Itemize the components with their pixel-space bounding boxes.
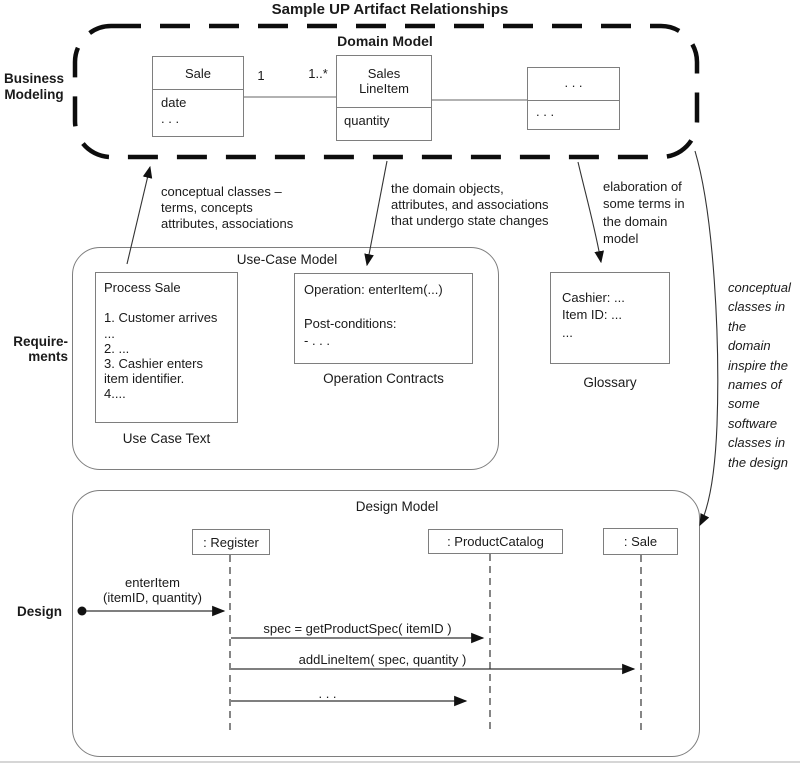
class-attrs-saleslineitem: quantity — [344, 113, 390, 128]
operation-contracts-caption: Operation Contracts — [323, 371, 444, 386]
use-case-model-frame — [72, 247, 499, 470]
lifeline-head-productcatalog: : ProductCatalog — [428, 529, 563, 554]
glossary-caption: Glossary — [583, 375, 637, 390]
class-box-sale: Sale date . . . — [152, 56, 244, 137]
multiplicity-one-to-many: 1..* — [308, 66, 328, 81]
page-title: Sample UP Artifact Relationships — [271, 1, 509, 18]
lifeline-head-sale: : Sale — [603, 528, 678, 555]
use-case-text-box: Process Sale 1. Customer arrives ... 2. … — [95, 272, 238, 423]
class-box-ellipsis: . . . . . . — [527, 67, 620, 130]
design-model-frame — [72, 490, 700, 757]
message-label-enteritem: enterItem (itemID, quantity) — [103, 575, 202, 605]
class-name-ellipsis: . . . — [528, 68, 619, 101]
arrow-elaboration-icon — [577, 161, 604, 264]
section-label-requirements: Require- ments — [13, 334, 68, 364]
section-label-design: Design — [17, 604, 63, 619]
annotation-inspire-design: conceptual classes in the domain inspire… — [728, 280, 791, 470]
class-attrs-sale: date . . . — [161, 95, 187, 126]
arrow-inspire-design-icon — [694, 150, 719, 527]
annotation-conceptual-classes: conceptual classes – terms, concepts att… — [161, 184, 294, 232]
class-attrs-ellipsis: . . . — [536, 104, 555, 119]
annotation-domain-objects: the domain objects, attributes, and asso… — [391, 181, 549, 229]
multiplicity-one: 1 — [257, 68, 265, 83]
class-name-saleslineitem: Sales LineItem — [337, 56, 431, 108]
operation-contracts-box: Operation: enterItem(...) Post-condition… — [294, 273, 473, 364]
message-label-addlineitem: addLineItem( spec, quantity ) — [298, 652, 467, 667]
lifeline-head-register: : Register — [192, 529, 270, 555]
glossary-box: Cashier: ... Item ID: ... ... — [550, 272, 670, 364]
message-label-getproductspec: spec = getProductSpec( itemID ) — [263, 621, 452, 636]
domain-model-title: Domain Model — [337, 33, 433, 49]
design-model-title: Design Model — [355, 499, 439, 514]
class-name-sale: Sale — [153, 57, 243, 90]
use-case-model-title: Use-Case Model — [236, 252, 338, 267]
use-case-text-caption: Use Case Text — [122, 431, 211, 446]
annotation-elaboration: elaboration of some terms in the domain … — [603, 179, 685, 246]
section-label-business-modeling: Business Modeling — [3, 71, 65, 102]
class-box-saleslineitem: Sales LineItem quantity — [336, 55, 432, 141]
message-label-ellipsis: . . . — [318, 686, 337, 701]
